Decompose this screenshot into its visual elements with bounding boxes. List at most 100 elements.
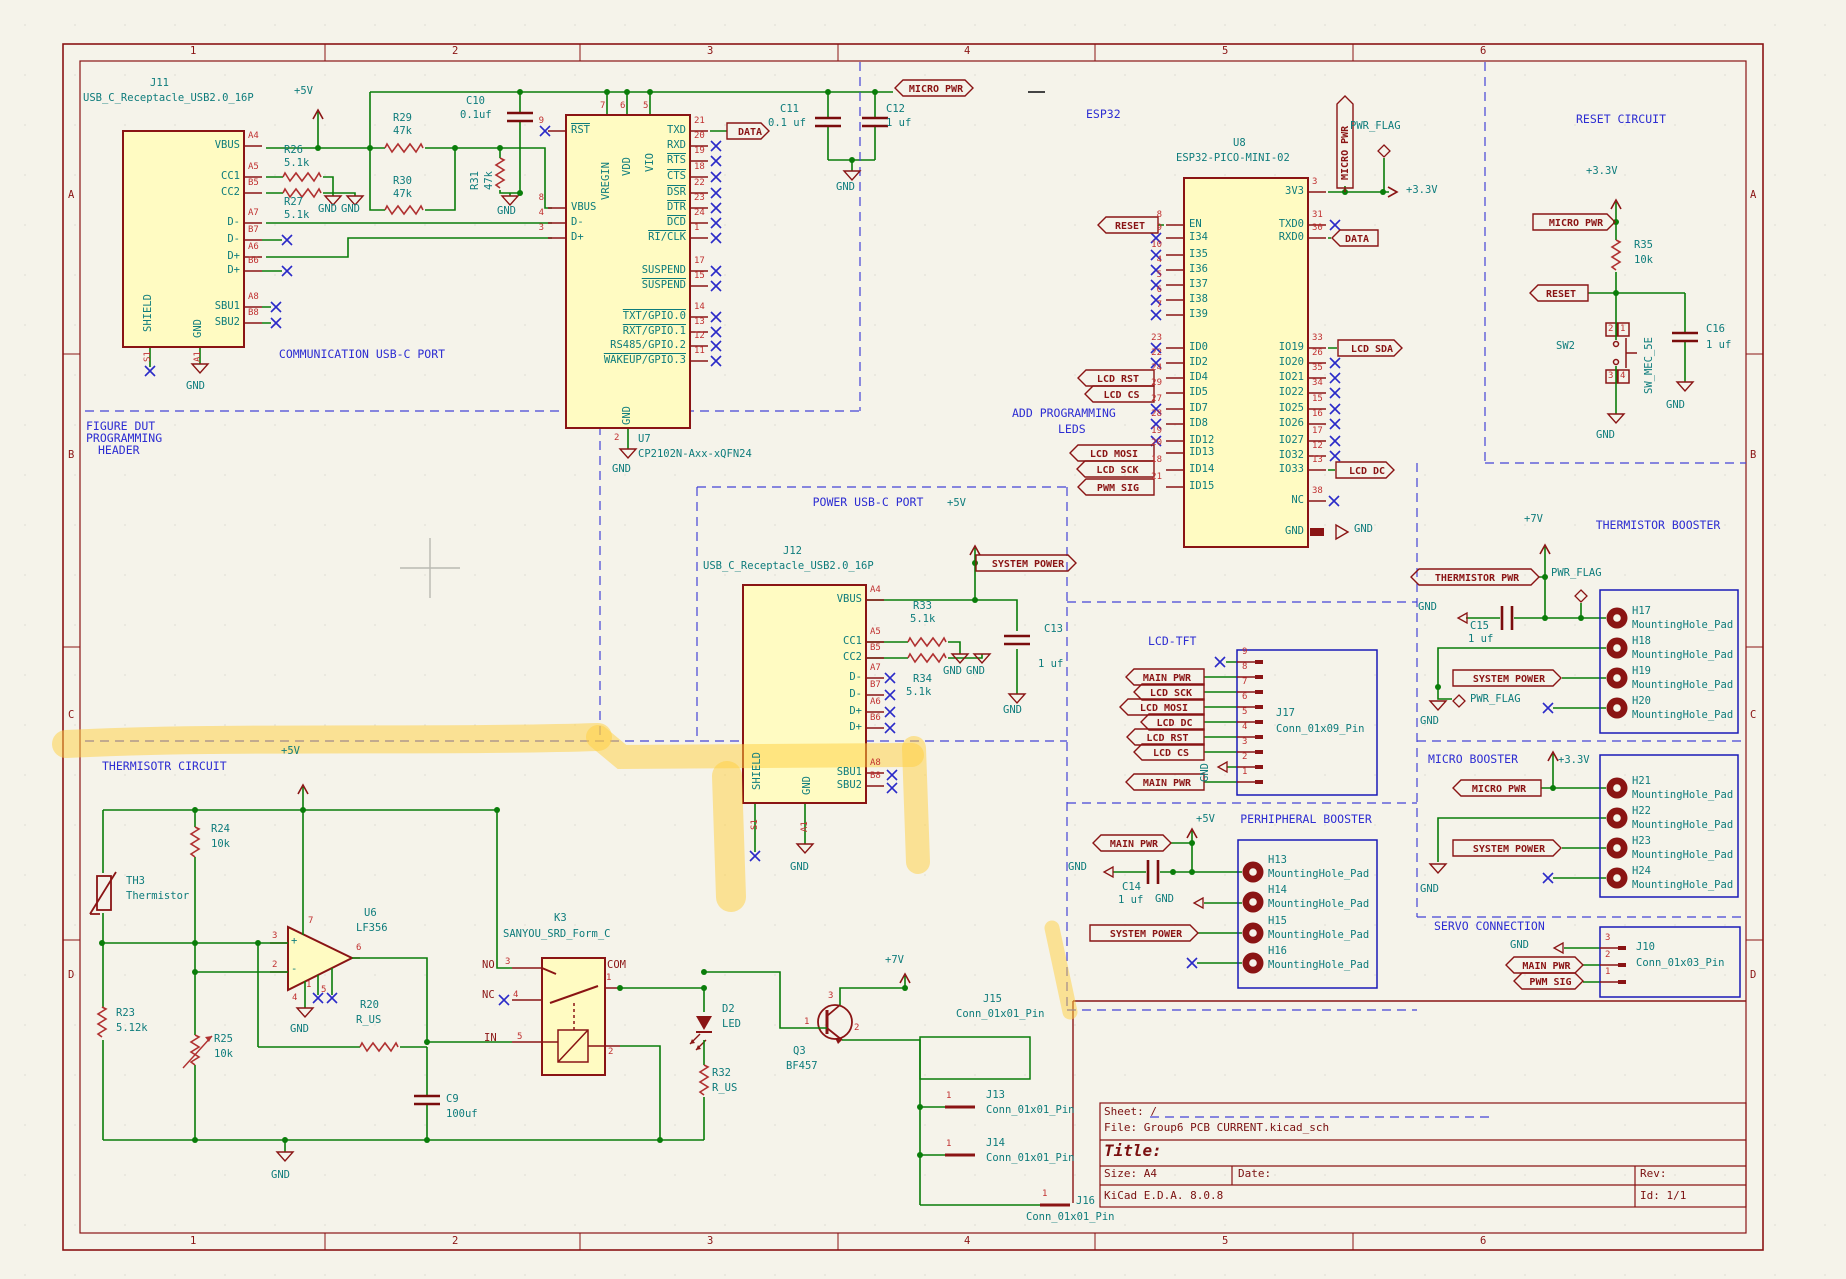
wire[interactable] [866,548,1018,694]
label: B [1750,449,1757,461]
capacitor[interactable] [507,111,533,123]
no-connect-icon [886,769,898,781]
resistor[interactable] [907,636,947,648]
switch-sw2[interactable] [1605,322,1637,384]
gnd-symbol [1007,693,1027,705]
wire[interactable] [606,92,651,115]
pin-number: A5 [248,162,259,172]
wire[interactable] [266,222,552,258]
pin-number: B7 [870,680,881,690]
net-label-shape[interactable] [1077,478,1155,496]
component-j11[interactable] [122,130,245,348]
wire[interactable] [866,641,983,659]
transistor-q3[interactable] [817,1004,853,1044]
pin-number: 7 [1156,300,1162,310]
pin-number: 30 [1312,223,1323,233]
label: 1 [1042,1189,1048,1199]
pin-number: 38 [1312,486,1323,496]
junction-dot [1435,684,1441,690]
net-label-shape[interactable] [1410,568,1540,586]
conn-pin-stubs[interactable] [945,1105,1070,1207]
net-label-shape[interactable] [1452,779,1542,797]
wire[interactable] [317,92,371,148]
net-label-shape[interactable] [1133,683,1205,701]
label: LCD-TFT [1148,634,1197,648]
group-box [1599,926,1741,998]
resistor[interactable] [189,1034,201,1066]
wire[interactable] [262,239,282,324]
net-label-shape[interactable] [894,79,974,97]
net-label-shape[interactable] [1092,834,1172,852]
net-label-shape[interactable] [1119,698,1205,716]
resistor[interactable] [359,1041,399,1053]
net-label-shape[interactable] [1133,743,1205,761]
net-label-shape-vertical[interactable] [1336,95,1354,192]
pin-number: 11 [694,346,705,356]
wire[interactable] [754,803,806,852]
pin-name: IO27 [1278,434,1304,446]
capacitor[interactable] [1146,860,1160,884]
resistor[interactable] [907,652,947,664]
capacitor[interactable] [862,116,888,128]
net-label-shape[interactable] [1125,668,1205,686]
pin-name: IO25 [1278,402,1304,414]
net-label-shape[interactable] [1084,385,1155,403]
pin-name: GND [1285,525,1304,537]
no-connect-icon [1329,435,1341,447]
capacitor[interactable] [414,1094,440,1106]
resistor[interactable] [1610,239,1622,271]
thermistor-th3[interactable] [89,871,117,915]
wire[interactable] [1437,754,1606,879]
wire[interactable] [1204,661,1237,783]
net-label-shape[interactable] [1335,461,1395,479]
wire[interactable] [496,810,1040,1206]
label: R34 [913,673,932,685]
capacitor[interactable] [1672,331,1698,343]
opamp-u6[interactable] [287,925,355,992]
net-label-shape[interactable] [1089,924,1199,942]
wire[interactable] [1564,947,1600,983]
net-label-shape[interactable] [1140,713,1205,731]
label: SW_MEC_5E [1643,337,1655,394]
no-connect-icon [270,317,282,329]
capacitor[interactable] [1500,606,1514,630]
label: 5 [1222,45,1229,57]
net-label-shape[interactable] [726,122,770,140]
wire[interactable] [369,148,456,211]
resistor[interactable] [189,826,201,858]
resistor[interactable] [96,1006,108,1038]
resistor[interactable] [698,1064,710,1096]
wire[interactable] [827,92,876,171]
wire[interactable] [266,176,356,196]
pin-name: I39 [1189,308,1208,320]
capacitor[interactable] [1004,634,1030,646]
resistor[interactable] [384,204,424,216]
u8-gnd-pin [1310,523,1350,541]
gnd-left-symbol [1192,896,1204,910]
resistor[interactable] [282,187,322,199]
net-label: MAIN PWR [1522,961,1571,972]
gnd-symbol [1606,413,1626,425]
net-label-shape[interactable] [1097,216,1159,234]
net-label-shape[interactable] [1337,339,1403,357]
pin-name: ID0 [1189,341,1208,353]
net-label-shape[interactable] [1076,460,1155,478]
net-label-shape[interactable] [1452,839,1562,857]
component-u7[interactable] [565,114,691,429]
net-label-shape[interactable] [1125,773,1205,791]
capacitor[interactable] [815,116,841,128]
resistor[interactable] [494,157,506,189]
resistor[interactable] [282,171,322,183]
net-label-shape[interactable] [975,554,1077,572]
resistor[interactable] [384,142,424,154]
net-label-shape[interactable] [1513,972,1584,990]
wire[interactable] [149,347,201,367]
net-label-shape[interactable] [1452,669,1562,687]
net-label-shape[interactable] [1331,229,1379,247]
wire[interactable] [1113,831,1242,964]
net-label-shape[interactable] [1532,213,1616,231]
net-label-shape[interactable] [1126,728,1205,746]
net-label-shape[interactable] [1529,284,1589,302]
net-label: LCD CS [1103,390,1140,401]
